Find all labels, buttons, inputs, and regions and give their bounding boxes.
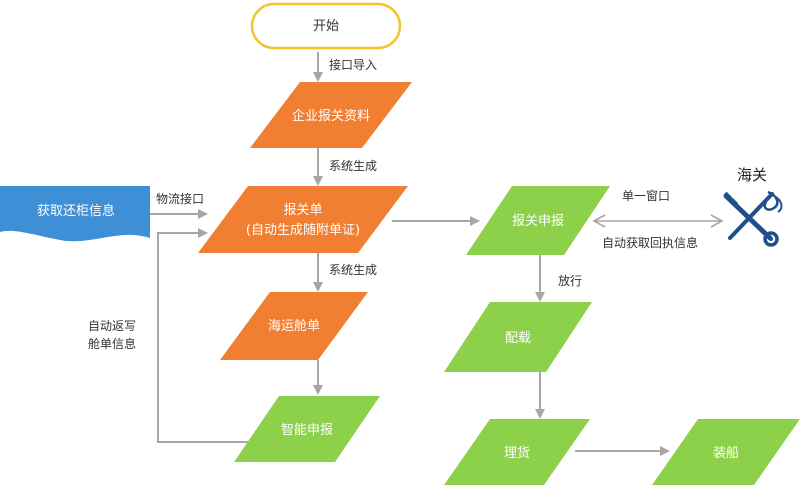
stowage-label: 配载 [505, 331, 531, 346]
sea-manifest-label: 海运舱单 [268, 319, 320, 334]
enterprise-docs-node [250, 82, 412, 148]
customs-emblem-icon [723, 190, 783, 247]
loading-node [652, 419, 800, 485]
edge-declare-feedback [157, 228, 250, 443]
container-info-node [0, 186, 150, 242]
customs-form-label-1: 报关单 [283, 203, 322, 218]
tally-node [444, 419, 590, 485]
smart-declare-node [234, 396, 380, 462]
edge-label-system-generate-2: 系统生成 [329, 263, 377, 277]
edge-label-auto-writeback-1: 自动返写 [88, 319, 136, 333]
loading-label: 装船 [713, 446, 739, 461]
smart-declare-label: 智能申报 [281, 423, 333, 438]
customs-declare-label: 报关申报 [512, 214, 564, 229]
customs-declare-node [466, 186, 610, 255]
customs-form-label-2: (自动生成随附单证) [246, 223, 360, 238]
customs-form-node [198, 186, 408, 253]
customs-authority-label: 海关 [737, 166, 767, 184]
container-info-label: 获取还柜信息 [37, 203, 115, 219]
edge-label-auto-receipt: 自动获取回执信息 [602, 235, 698, 250]
enterprise-docs-label: 企业报关资料 [292, 108, 370, 124]
edge-label-interface-import: 接口导入 [329, 57, 377, 72]
edge-label-logistics-interface: 物流接口 [156, 191, 204, 206]
start-node [250, 2, 402, 50]
start-node-label: 开始 [313, 19, 339, 34]
edge-label-system-generate-1: 系统生成 [329, 159, 377, 173]
edge-label-release: 放行 [558, 273, 582, 288]
edge-label-single-window: 单一窗口 [622, 189, 670, 203]
tally-label: 理货 [504, 445, 530, 461]
sea-manifest-node [220, 292, 368, 360]
stowage-node [444, 302, 592, 372]
edge-label-auto-writeback-2: 舱单信息 [88, 336, 136, 351]
